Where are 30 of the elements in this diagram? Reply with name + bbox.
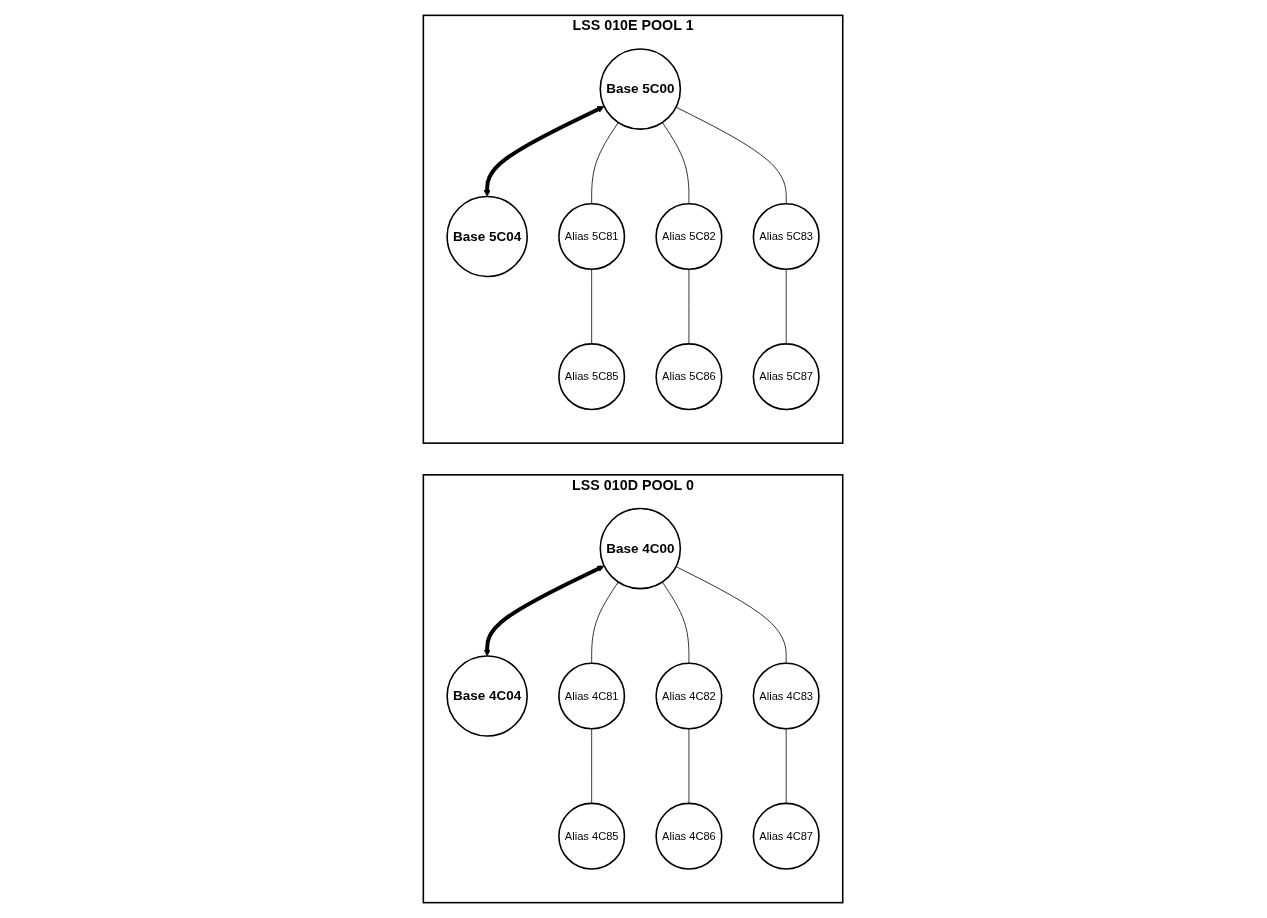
node-circle: Alias 4C86 <box>655 802 723 870</box>
node-circle: Alias 4C81 <box>558 662 626 730</box>
arrow <box>484 106 605 197</box>
node-circle: Alias 5C85 <box>558 343 626 411</box>
node-circle: Alias 4C87 <box>753 802 821 870</box>
connector <box>662 122 690 205</box>
node-circle: Alias 5C83 <box>753 202 821 271</box>
connector <box>786 728 788 804</box>
node-circle: Base 4C00 <box>599 507 682 590</box>
node-circle: Alias 5C87 <box>753 343 821 411</box>
node-circle: Base 5C00 <box>599 48 682 130</box>
connector <box>662 581 690 664</box>
node-circle: Alias 4C85 <box>558 802 626 870</box>
node-circle: Alias 4C83 <box>753 662 821 730</box>
node-circle: Alias 5C81 <box>558 202 626 271</box>
connector <box>591 728 593 804</box>
node-circle: Alias 5C82 <box>655 202 723 271</box>
connector <box>786 268 788 345</box>
connector <box>591 268 593 345</box>
node-circle: Alias 5C86 <box>655 343 723 411</box>
node-circle: Base 5C04 <box>446 195 529 278</box>
node-circle: Alias 4C82 <box>655 662 723 730</box>
connector <box>591 581 620 664</box>
arrow <box>484 565 605 657</box>
connector <box>689 728 690 804</box>
connector <box>676 106 788 205</box>
node-circle: Base 4C04 <box>446 655 529 737</box>
connector <box>676 566 788 664</box>
connector <box>591 122 620 205</box>
connector <box>689 268 690 345</box>
